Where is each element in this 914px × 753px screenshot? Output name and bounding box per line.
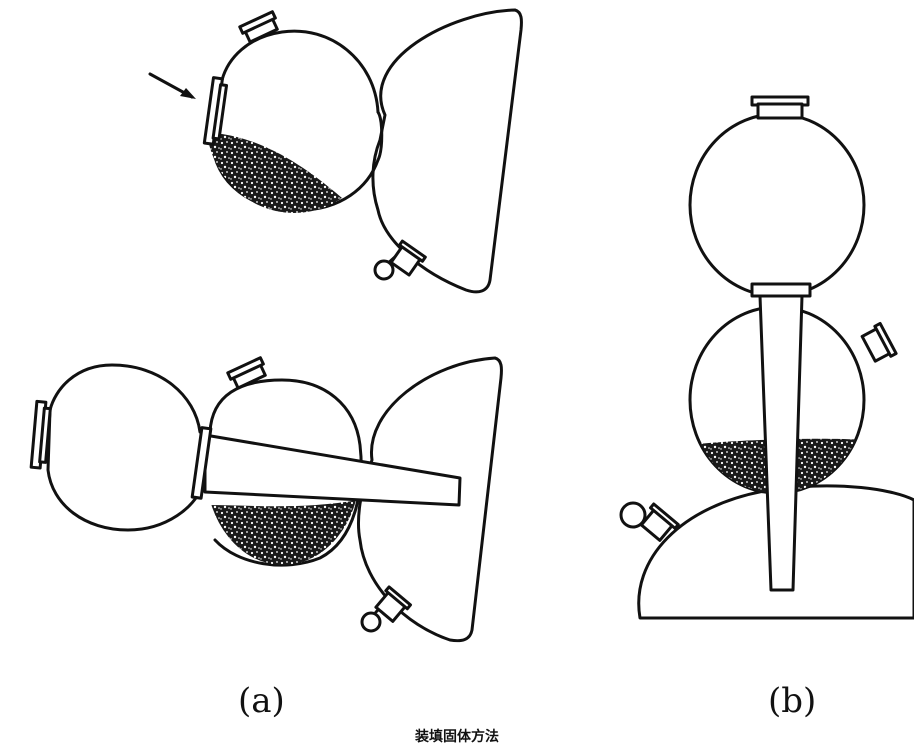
left-globe-mouth	[29, 399, 52, 470]
collar-lower	[190, 426, 213, 500]
side-tube-b	[860, 321, 898, 363]
stopcock-upper	[373, 239, 427, 281]
stopcock-b	[619, 501, 680, 542]
label-b: (b)	[768, 681, 817, 721]
figure-caption: 装填固体方法	[415, 729, 499, 745]
base-bulb-upper	[371, 8, 523, 294]
arrow-icon	[148, 72, 196, 99]
apparatus-b	[619, 95, 914, 620]
funnel-tube-lower	[203, 433, 462, 507]
top-globe-b	[688, 112, 866, 298]
stopcock-lower	[360, 585, 412, 633]
top-tube-lower	[226, 356, 267, 390]
left-globe-lower	[46, 363, 202, 532]
collar-b	[750, 282, 812, 298]
top-tube-upper	[238, 10, 279, 44]
solid-granules-lower	[206, 500, 358, 565]
top-globe-neck-b	[756, 102, 804, 120]
funnel-stem-b	[758, 294, 804, 592]
apparatus-a-upper	[148, 8, 523, 294]
apparatus-a-lower	[29, 356, 503, 643]
label-a: (a)	[238, 681, 285, 721]
base-bulb-lower	[357, 356, 503, 643]
side-opening-upper	[202, 76, 229, 146]
neck-upper	[376, 110, 384, 162]
